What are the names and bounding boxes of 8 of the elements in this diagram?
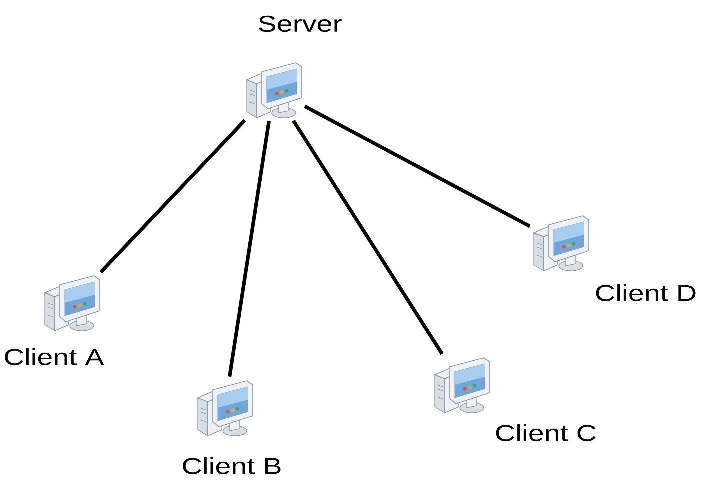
connector-line <box>304 104 531 228</box>
node-label: Client A <box>5 348 104 366</box>
connector-line <box>100 119 246 274</box>
node-label: Client C <box>496 424 596 442</box>
connector-line <box>292 120 444 356</box>
node-label: Client D <box>596 284 696 302</box>
node-label: Client B <box>183 458 281 474</box>
node-label: Server <box>258 16 342 32</box>
